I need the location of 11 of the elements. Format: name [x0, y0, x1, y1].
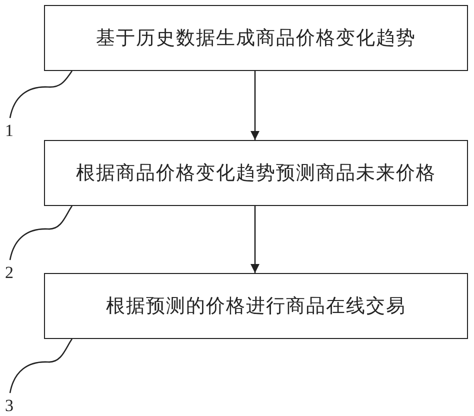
arrow [250, 71, 260, 140]
process-box: 基于历史数据生成商品价格变化趋势 [44, 5, 468, 71]
callout-number: 3 [5, 397, 14, 414]
callout-number: 2 [5, 264, 14, 281]
process-box: 根据预测的价格进行商品在线交易 [44, 273, 468, 339]
process-box: 根据商品价格变化趋势预测商品未来价格 [44, 140, 468, 206]
callout-number: 1 [5, 122, 14, 139]
leader-line [9, 70, 73, 118]
leader-line [9, 206, 73, 260]
arrow [250, 206, 260, 273]
leader-line [9, 338, 73, 394]
